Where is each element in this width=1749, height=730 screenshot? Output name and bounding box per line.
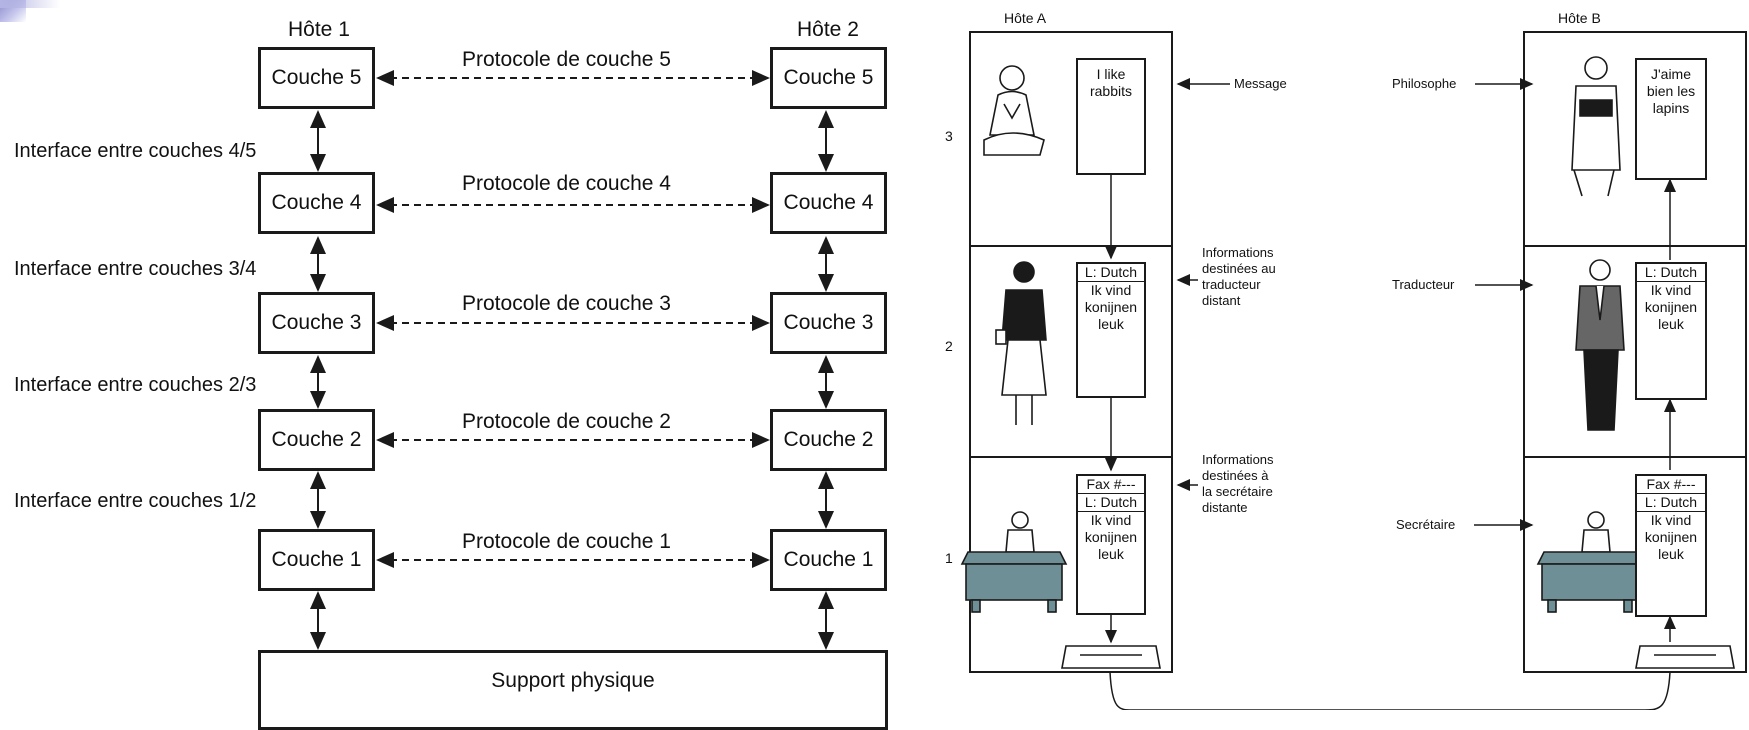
- annotation-secretary-line2: destinées à: [1202, 468, 1269, 483]
- hostA-m3-line1: I like: [1096, 66, 1126, 82]
- host1-layer-2: Couche 2: [258, 409, 375, 471]
- protocol-label-3: Protocole de couche 3: [462, 292, 671, 315]
- host2-layer-1: Couche 1: [770, 529, 887, 591]
- level-number-1: 1: [945, 550, 953, 566]
- annotation-translator-line3: traducteur: [1202, 277, 1261, 292]
- interface-label-23: Interface entre couches 2/3: [14, 374, 257, 396]
- hostB-m2-line2: konijnen: [1644, 299, 1698, 315]
- role-philosopher: Philosophe: [1392, 76, 1457, 91]
- hostB-m3-line2: bien les: [1646, 83, 1696, 99]
- hostA-m3-line2: rabbits: [1089, 83, 1133, 99]
- hostB-m2-line3: leuk: [1658, 316, 1684, 332]
- interface-label-45: Interface entre couches 4/5: [14, 140, 257, 162]
- host2-layer-5: Couche 5: [770, 47, 887, 109]
- protocol-label-1: Protocole de couche 1: [462, 530, 671, 553]
- left-diagram-connectors: [310, 31, 1747, 710]
- interface-label-12: Interface entre couches 1/2: [14, 490, 257, 512]
- hostA-secretary-figure: [960, 511, 1068, 613]
- physical-support-box: Support physique: [258, 650, 888, 730]
- annotation-translator-line1: Informations: [1202, 245, 1274, 260]
- hostB-message-2: L: Dutch Ik vind konijnen leuk: [1635, 262, 1707, 400]
- hostB-m1-fax: Fax #---: [1637, 476, 1705, 494]
- hostB-translator-figure: [1575, 259, 1625, 431]
- hostA-m1-header: L: Dutch: [1078, 494, 1144, 512]
- host2-title: Hôte 2: [797, 18, 859, 41]
- hostA-m2-line1: Ik vind: [1090, 282, 1132, 298]
- hostA-m2-line3: leuk: [1098, 316, 1124, 332]
- host1-layer-1: Couche 1: [258, 529, 375, 591]
- hostB-m3-line1: J'aime: [1650, 66, 1692, 82]
- hostB-message-3: J'aime bien les lapins: [1635, 58, 1707, 180]
- host1-layer-3: Couche 3: [258, 292, 375, 354]
- annotation-info-translator: Informations destinées au traducteur dis…: [1202, 245, 1276, 309]
- fax-link-line: [1109, 671, 1671, 710]
- hostA-m1-line2: konijnen: [1084, 529, 1138, 545]
- hostA-m2-line2: konijnen: [1084, 299, 1138, 315]
- host2-layer-3: Couche 3: [770, 292, 887, 354]
- interface-label-34: Interface entre couches 3/4: [14, 258, 257, 280]
- protocol-label-5: Protocole de couche 5: [462, 48, 671, 71]
- hostA-m1-fax: Fax #---: [1078, 476, 1144, 494]
- hostA-frame: [969, 31, 1173, 673]
- hostA-message-3: I like rabbits: [1076, 58, 1146, 175]
- hostA-m1-line1: Ik vind: [1090, 512, 1132, 528]
- role-secretary: Secrétaire: [1396, 517, 1456, 532]
- hostB-m2-line1: Ik vind: [1650, 282, 1692, 298]
- hostB-secretary-figure: [1536, 511, 1644, 613]
- host1-title: Hôte 1: [288, 18, 350, 41]
- annotation-secretary-line1: Informations: [1202, 452, 1274, 467]
- hostB-m1-line3: leuk: [1658, 546, 1684, 562]
- host2-layer-4: Couche 4: [770, 172, 887, 234]
- hostB-philosopher-figure: [1571, 56, 1621, 197]
- protocol-label-4: Protocole de couche 4: [462, 172, 671, 195]
- hostB-frame: [1523, 31, 1747, 673]
- annotation-message: Message: [1234, 76, 1287, 91]
- annotation-info-secretary: Informations destinées à la secrétaire d…: [1202, 452, 1274, 516]
- host1-layer-5: Couche 5: [258, 47, 375, 109]
- hostA-fax-machine: [1061, 645, 1161, 669]
- hostB-message-1: Fax #--- L: Dutch Ik vind konijnen leuk: [1635, 474, 1707, 617]
- host2-layer-2: Couche 2: [770, 409, 887, 471]
- protocol-label-2: Protocole de couche 2: [462, 410, 671, 433]
- hostA-message-1: Fax #--- L: Dutch Ik vind konijnen leuk: [1076, 474, 1146, 615]
- hostA-title: Hôte A: [1004, 10, 1047, 26]
- annotation-secretary-line3: la secrétaire: [1202, 484, 1273, 499]
- hostB-m3-line3: lapins: [1652, 100, 1690, 116]
- corner-decoration-strip: [0, 0, 60, 8]
- level-number-2: 2: [945, 338, 953, 354]
- hostA-translator-figure: [995, 261, 1047, 425]
- annotation-translator-line2: destinées au: [1202, 261, 1276, 276]
- hostB-title: Hôte B: [1558, 10, 1601, 26]
- hostA-message-2: L: Dutch Ik vind konijnen leuk: [1076, 262, 1146, 398]
- hostB-m1-line2: konijnen: [1644, 529, 1698, 545]
- annotation-translator-line4: distant: [1202, 293, 1241, 308]
- hostB-m2-header: L: Dutch: [1637, 264, 1705, 282]
- hostB-fax-machine: [1635, 645, 1735, 669]
- hostA-m2-header: L: Dutch: [1078, 264, 1144, 282]
- hostB-m1-line1: Ik vind: [1650, 512, 1692, 528]
- hostA-m1-line3: leuk: [1098, 546, 1124, 562]
- physical-support-label: Support physique: [491, 669, 655, 692]
- hostB-m1-header: L: Dutch: [1637, 494, 1705, 512]
- level-number-3: 3: [945, 128, 953, 144]
- annotation-secretary-line4: distante: [1202, 500, 1248, 515]
- host1-layer-4: Couche 4: [258, 172, 375, 234]
- hostA-philosopher-figure: [983, 65, 1045, 156]
- role-translator: Traducteur: [1392, 277, 1455, 292]
